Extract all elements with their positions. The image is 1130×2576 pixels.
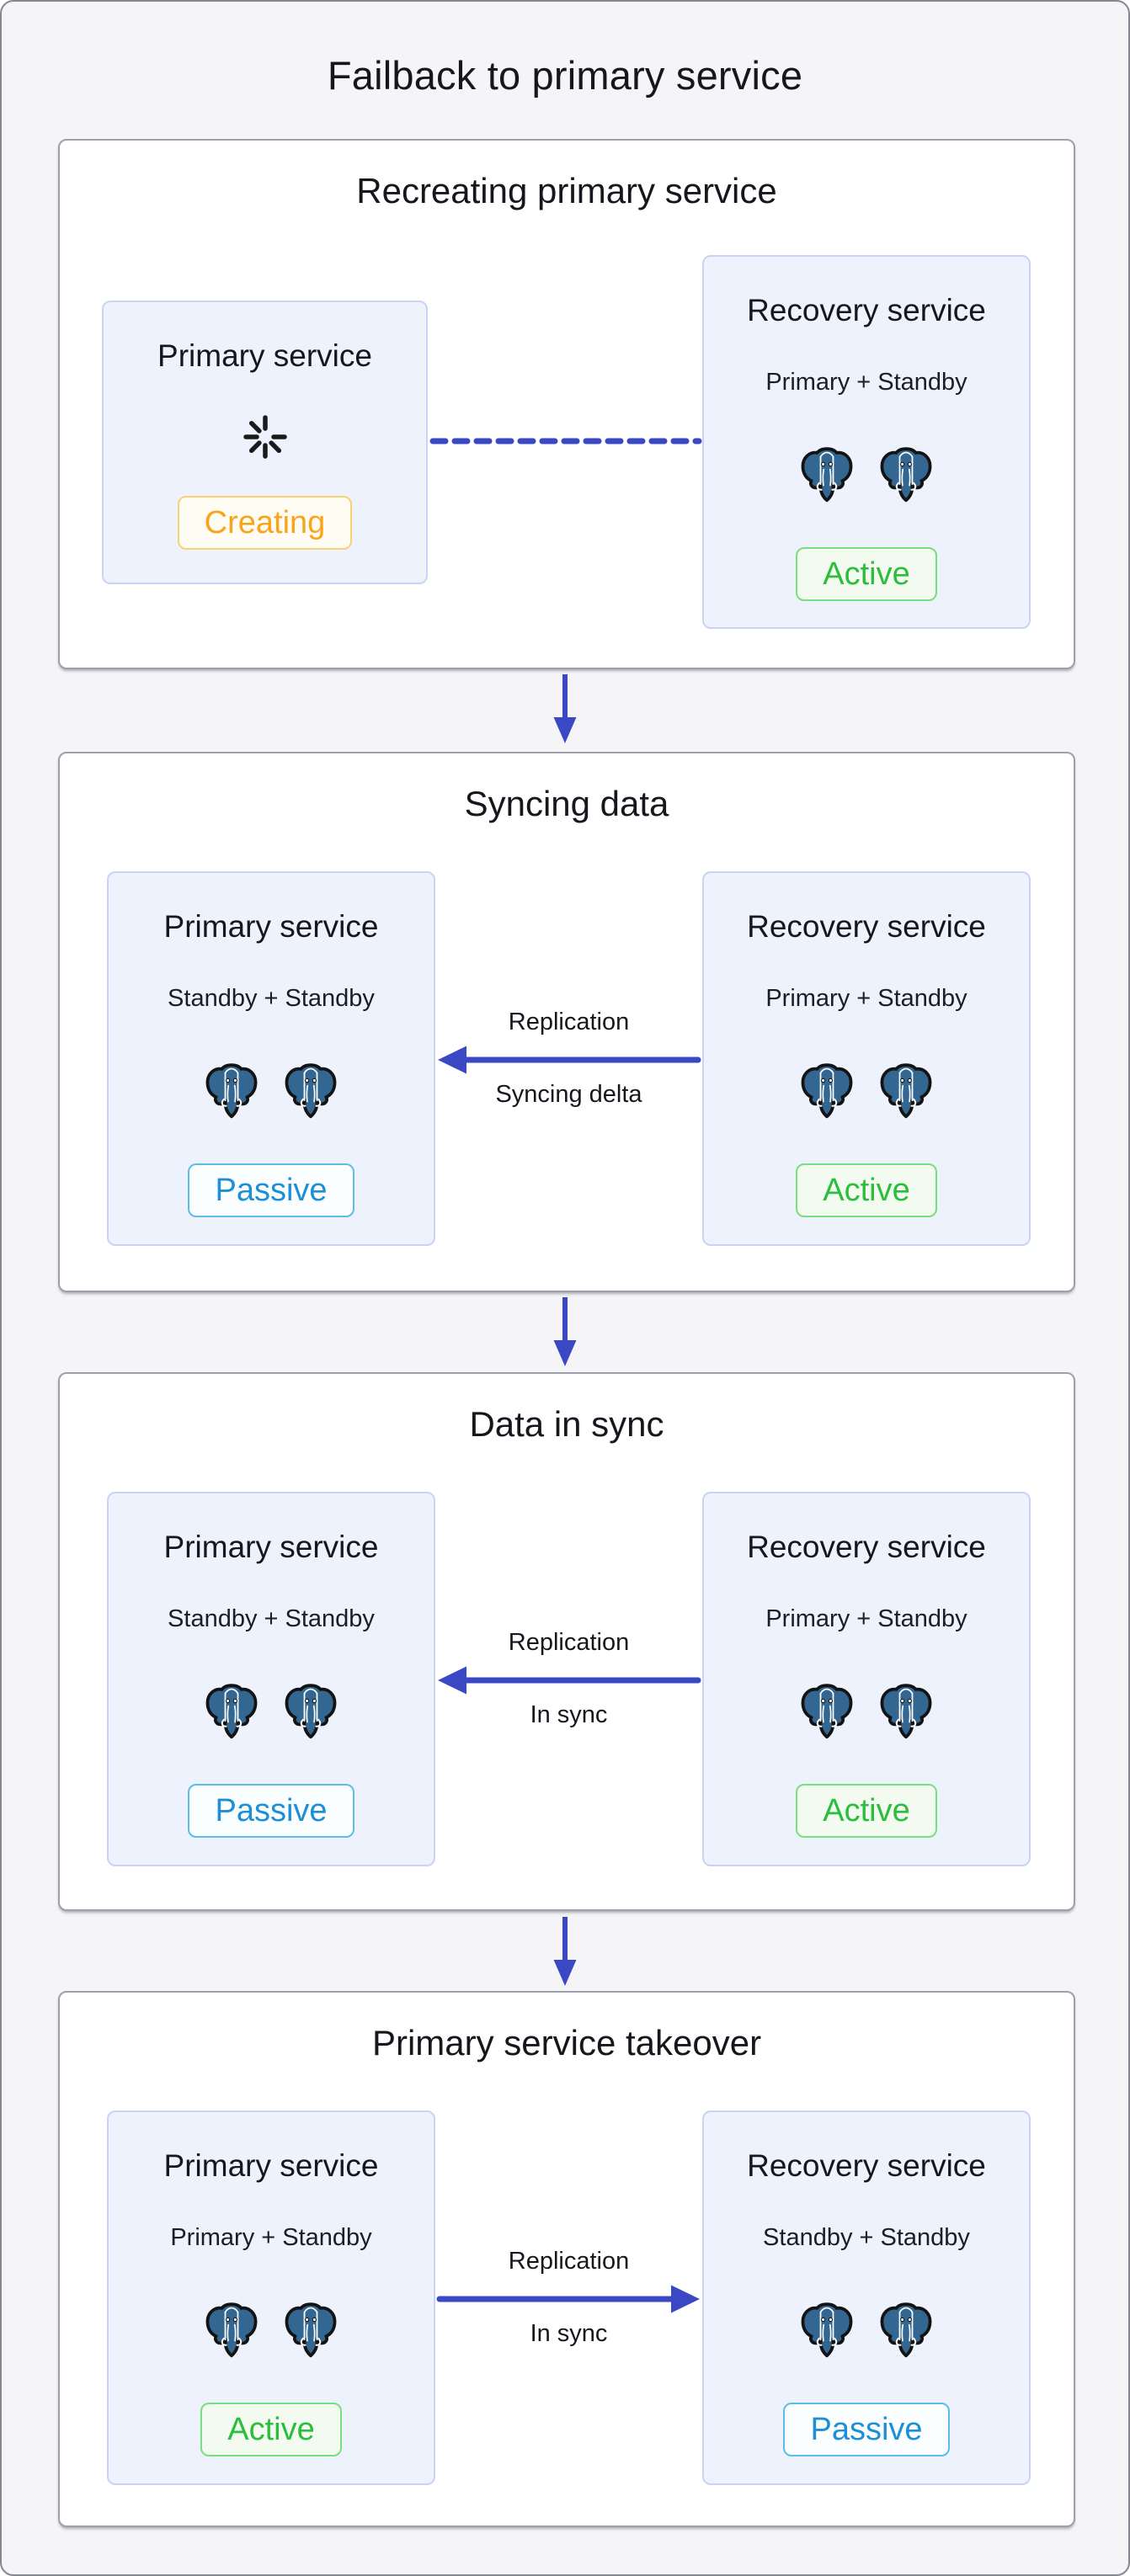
card-subtitle: Standby + Standby	[168, 1605, 375, 1632]
status-badge-active: Active	[200, 2403, 342, 2456]
card-title: Recovery service	[747, 293, 986, 327]
postgres-elephant-icon	[877, 1062, 935, 1119]
primary-service-card: Primary service Standby + Standby Passiv…	[107, 1492, 435, 1866]
postgres-elephant-icon	[282, 2301, 339, 2358]
panel-heading: Data in sync	[469, 1404, 664, 1444]
panel-heading: Recreating primary service	[356, 171, 777, 210]
recovery-service-card: Recovery service Primary + Standby Activ…	[702, 871, 1031, 1246]
card-title: Primary service	[163, 2148, 379, 2183]
replication-arrow-right	[436, 2285, 700, 2313]
card-subtitle: Primary + Standby	[170, 2224, 372, 2251]
postgres-instances	[798, 1682, 935, 1739]
recovery-service-card: Recovery service Primary + Standby Activ…	[702, 255, 1031, 629]
status-badge-passive: Passive	[783, 2403, 950, 2456]
status-badge-passive: Passive	[188, 1163, 354, 1217]
card-title: Primary service	[163, 1530, 379, 1564]
postgres-elephant-icon	[282, 1062, 339, 1119]
sync-state-label: In sync	[530, 1701, 608, 1728]
panel-syncing-data: Syncing data Primary service Standby + S…	[58, 752, 1075, 1292]
postgres-elephant-icon	[203, 1062, 260, 1119]
primary-service-card: Primary service Primary + Standby Active	[107, 2110, 435, 2485]
postgres-elephant-icon	[798, 2301, 855, 2358]
postgres-elephant-icon	[798, 1062, 855, 1119]
postgres-instances	[203, 1062, 339, 1119]
flow-down-arrow-icon	[2, 672, 1128, 746]
postgres-elephant-icon	[203, 2301, 260, 2358]
postgres-elephant-icon	[798, 1682, 855, 1739]
sync-state-label: Syncing delta	[495, 1081, 642, 1108]
status-badge-creating: Creating	[177, 496, 353, 550]
primary-service-card: Primary service Creating	[102, 301, 428, 584]
card-subtitle: Standby + Standby	[168, 985, 375, 1012]
card-title: Recovery service	[747, 2148, 986, 2183]
card-subtitle: Primary + Standby	[765, 1605, 967, 1632]
replication-label: Replication	[508, 2248, 630, 2275]
dashed-connector	[429, 438, 702, 444]
panel-recreating-primary-service: Recreating primary service Primary servi…	[58, 139, 1075, 669]
status-badge-active: Active	[796, 547, 937, 601]
postgres-instances	[203, 2301, 339, 2358]
postgres-elephant-icon	[877, 2301, 935, 2358]
card-subtitle: Primary + Standby	[765, 985, 967, 1012]
status-badge-passive: Passive	[188, 1784, 354, 1838]
postgres-instances	[798, 445, 935, 503]
replication-arrow-left	[438, 1046, 701, 1074]
panel-heading: Primary service takeover	[371, 2023, 762, 2062]
flow-down-arrow-icon	[2, 1914, 1128, 1988]
postgres-elephant-icon	[282, 1682, 339, 1739]
loading-spinner-icon	[242, 413, 289, 460]
status-badge-active: Active	[796, 1163, 937, 1217]
postgres-elephant-icon	[203, 1682, 260, 1739]
postgres-instances	[798, 2301, 935, 2358]
card-subtitle: Standby + Standby	[763, 2224, 970, 2251]
flow-down-arrow-icon	[2, 1295, 1128, 1369]
replication-label: Replication	[508, 1009, 630, 1035]
status-badge-active: Active	[796, 1784, 937, 1838]
postgres-elephant-icon	[798, 445, 855, 503]
replication-label: Replication	[508, 1629, 630, 1656]
postgres-instances	[203, 1682, 339, 1739]
replication-arrow-left	[438, 1666, 701, 1695]
postgres-instances	[798, 1062, 935, 1119]
diagram-title: Failback to primary service	[327, 53, 803, 98]
card-title: Primary service	[163, 909, 379, 944]
panel-primary-service-takeover: Primary service takeover Primary service…	[58, 1991, 1075, 2527]
card-title: Recovery service	[747, 909, 986, 944]
recovery-service-card: Recovery service Standby + Standby Passi…	[702, 2110, 1031, 2485]
postgres-elephant-icon	[877, 1682, 935, 1739]
card-title: Primary service	[157, 338, 372, 373]
card-subtitle: Primary + Standby	[765, 369, 967, 396]
panel-heading: Syncing data	[464, 784, 669, 823]
card-title: Recovery service	[747, 1530, 986, 1564]
panel-data-in-sync: Data in sync Primary service Standby + S…	[58, 1372, 1075, 1911]
postgres-elephant-icon	[877, 445, 935, 503]
recovery-service-card: Recovery service Primary + Standby Activ…	[702, 1492, 1031, 1866]
primary-service-card: Primary service Standby + Standby Passiv…	[107, 871, 435, 1246]
sync-state-label: In sync	[530, 2320, 608, 2347]
